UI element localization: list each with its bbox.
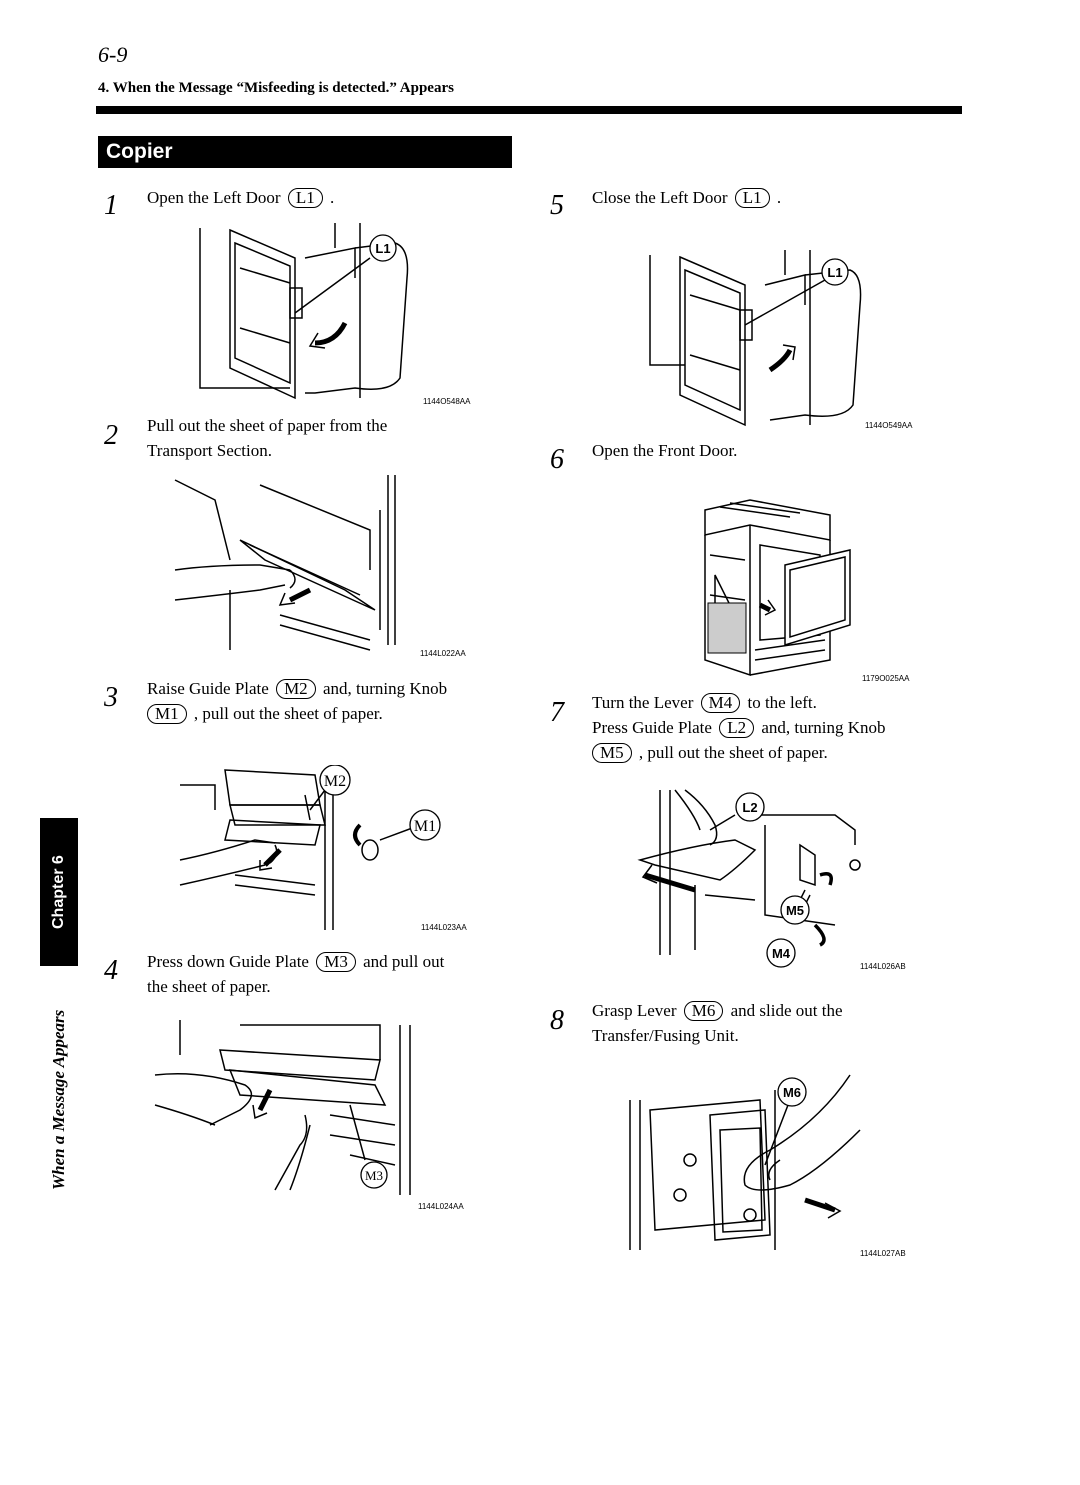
step-4-text-a: Press down Guide Plate: [147, 952, 309, 971]
fig-6-code: 1179O025AA: [862, 674, 910, 683]
figure-left-door-close: L1 1144O549AA: [649, 250, 913, 430]
step-1-text-a: Open the Left Door: [147, 188, 281, 207]
callout-m6: M6: [683, 1001, 724, 1021]
step-7-number: 7: [550, 697, 564, 728]
side-section-title: When a Message Appears: [49, 1009, 68, 1191]
fig-8-code: 1144L027AB: [860, 1249, 906, 1258]
fig-8-label-m6: M6: [783, 1085, 801, 1100]
fig-7-code: 1144L026AB: [860, 962, 906, 971]
step-3-text-c: , pull out the sheet of paper.: [193, 704, 383, 723]
step-3-text: Raise Guide Plate M2 and, turning Knob M…: [147, 676, 447, 726]
fig-7-label-m5: M5: [786, 903, 804, 918]
figure-front-door-open: 1179O025AA: [704, 499, 910, 683]
step-8-text-a: Grasp Lever: [592, 1001, 677, 1020]
step-3-text-b: and, turning Knob: [322, 679, 448, 698]
fig-7-callout-l2: [735, 792, 765, 822]
copier-banner: Copier: [98, 136, 512, 168]
step-8-text-b: and slide out the: [730, 1001, 843, 1020]
step-5-text-b: .: [776, 188, 782, 207]
step-1-text-b: .: [329, 188, 335, 207]
callout-m1: M1: [147, 704, 187, 724]
fig-7-callout-m4: [766, 938, 796, 968]
callout-m2: M2: [276, 679, 316, 699]
fig-4-label-m3: M3: [365, 1168, 383, 1183]
callout-m4: M4: [700, 693, 741, 713]
step-6-number: 6: [550, 444, 564, 475]
step-2-text: Pull out the sheet of paper from the Tra…: [147, 413, 387, 463]
step-3-text-a: Raise Guide Plate: [147, 679, 269, 698]
fig-3-code: 1144L023AA: [421, 923, 467, 932]
step-7-text-d: and, turning Knob: [761, 718, 886, 737]
fig-7-callout-m5: [780, 895, 810, 925]
figure-transfer-fusing-unit: M6 1144L027AB: [629, 1074, 906, 1258]
page-number: 6-9: [98, 42, 128, 67]
fig-4-code: 1144L024AA: [418, 1202, 464, 1211]
callout-l1-close: L1: [734, 188, 770, 208]
step-4-line-2: the sheet of paper.: [147, 977, 271, 996]
step-8-number: 8: [550, 1005, 564, 1036]
step-4-text: Press down Guide Plate M3 and pull out t…: [147, 949, 444, 999]
callout-l1: L1: [287, 188, 323, 208]
fig-2-code: 1144L022AA: [420, 649, 466, 658]
step-8-text: Grasp Lever M6 and slide out the Transfe…: [592, 998, 843, 1048]
fig-8-callout-m6: [777, 1077, 807, 1107]
fig-7-label-m4: M4: [772, 946, 791, 961]
step-2-line-2: Transport Section.: [147, 441, 272, 460]
fig-3-label-m2: M2: [324, 773, 346, 790]
step-2-number: 2: [104, 420, 118, 451]
fig-3-label-m1: M1: [414, 818, 436, 835]
fig-4-callout-m3: [360, 1161, 388, 1189]
step-8-line-2: Transfer/Fusing Unit.: [592, 1026, 739, 1045]
step-7-text-c: Press Guide Plate: [592, 718, 712, 737]
fig-3-callout-m2: [319, 765, 351, 796]
fig-1-callout-circle: [369, 234, 397, 262]
step-4-text-b: and pull out: [363, 952, 445, 971]
figure-guide-plate-m3: M3 1144L024AA: [154, 1020, 464, 1211]
step-7-text-e: , pull out the sheet of paper.: [638, 743, 828, 762]
section-heading: 4. When the Message “Misfeeding is detec…: [98, 80, 454, 96]
fig-5-callout-circle: [821, 258, 849, 286]
figure-transport-section: 1144L022AA: [174, 475, 466, 658]
callout-m3: M3: [316, 952, 356, 972]
chapter-tab: Chapter 6: [40, 818, 78, 966]
step-4-number: 4: [104, 955, 118, 986]
figure-lever-m4: L2 M5 M4 1144L026AB: [637, 789, 906, 971]
callout-l2: L2: [719, 718, 755, 738]
figure-guide-plate-m2: M2 M1 1144L023AA: [179, 765, 467, 932]
fig-3-callout-m1: [409, 809, 441, 841]
step-1-number: 1: [104, 190, 118, 221]
step-3-number: 3: [104, 682, 118, 713]
fig-5-code: 1144O549AA: [865, 421, 913, 430]
callout-m5: M5: [592, 743, 632, 763]
step-5-text: Close the Left Door L1 .: [592, 185, 781, 210]
step-5-text-a: Close the Left Door: [592, 188, 728, 207]
figure-left-door-open: L1 1144O548AA: [199, 223, 471, 406]
step-1-text: Open the Left Door L1 .: [147, 185, 334, 210]
header-rule: [96, 106, 962, 114]
fig-1-label-l1: L1: [375, 241, 390, 256]
step-5-number: 5: [550, 190, 564, 221]
step-7-text-a: Turn the Lever: [592, 693, 694, 712]
fig-7-label-l2: L2: [742, 800, 757, 815]
step-6-text: Open the Front Door.: [592, 441, 738, 460]
fig-5-label-l1: L1: [827, 265, 842, 280]
step-7-text-b: to the left.: [747, 693, 817, 712]
step-2-line-1: Pull out the sheet of paper from the: [147, 416, 388, 435]
step-7-text: Turn the Lever M4 to the left. Press Gui…: [592, 690, 886, 765]
fig-1-code: 1144O548AA: [423, 397, 471, 406]
